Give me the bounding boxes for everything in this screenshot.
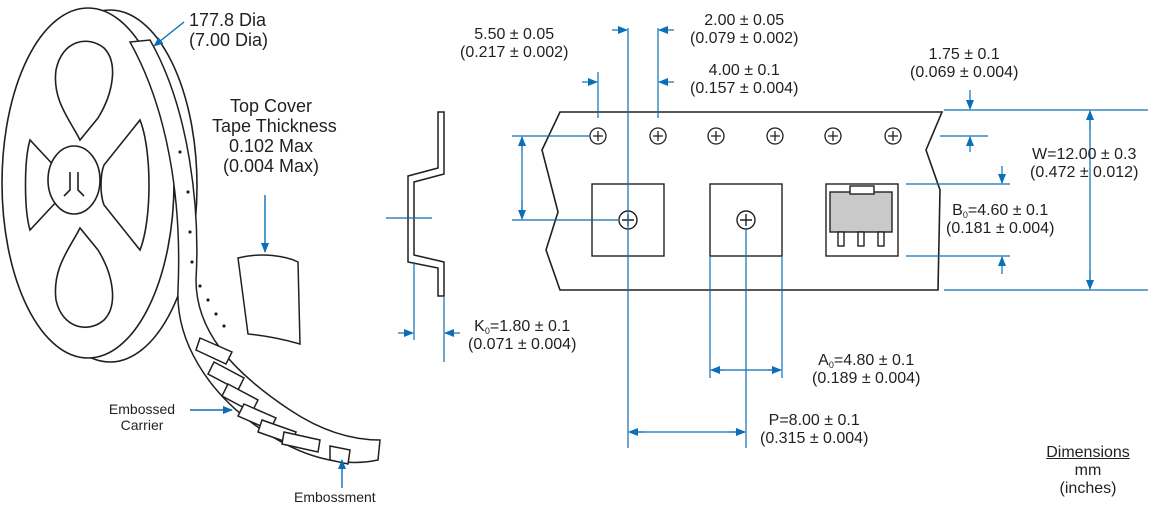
dim-b0-value: =4.60 ± 0.1 [967,202,1049,219]
dim-b0-in: (0.181 ± 0.004) [946,220,1055,238]
reel-window-right [100,118,150,252]
dim-w-label: W=12.00 ± 0.3 (0.472 ± 0.012) [1030,146,1138,182]
dim-2-00-in: (0.079 ± 0.002) [690,29,799,47]
reel-diameter-in: (7.00 Dia) [189,30,269,51]
dim-4-00-in: (0.157 ± 0.004) [690,79,799,97]
diameter-leader-arrow [153,21,185,47]
cover-tape-line-3: 0.102 Max [228,136,314,157]
reel-diameter-mm: 177.8 Dia [189,10,267,30]
embossed-carrier-label: Embossed Carrier [100,401,184,433]
units-note: Dimensions mm (inches) [1038,444,1138,498]
dim-k0-mm: K0=1.80 ± 0.1 [468,318,576,336]
dim-1-75-mm: 1.75 ± 0.1 [928,46,1000,63]
cover-tape-line-4: (0.004 Max) [222,156,320,177]
dim-p-label: P=8.00 ± 0.1 (0.315 ± 0.004) [760,412,868,448]
dim-a0-label: A0=4.80 ± 0.1 (0.189 ± 0.004) [812,352,920,388]
dim-b0-prefix: B [952,202,963,219]
dim-4-00-mm: 4.00 ± 0.1 [708,62,780,79]
dim-2-00-label: 2.00 ± 0.05 (0.079 ± 0.002) [690,12,798,48]
embossed-carrier-line-2: Carrier [120,416,164,433]
dim-w-mm: W=12.00 ± 0.3 [1032,146,1137,163]
cover-tape-flap [237,254,301,346]
units-note-mm: mm [1074,461,1102,479]
dim-p-in: (0.315 ± 0.004) [760,429,869,447]
units-note-inches: (inches) [1059,479,1117,497]
dim-1-75-in: (0.069 ± 0.004) [910,63,1019,81]
dim-4-00-label: 4.00 ± 0.1 (0.157 ± 0.004) [690,62,798,98]
dim-k0-prefix: K [474,318,485,335]
reel-window-bottom [54,226,114,329]
dim-b0-sub: 0 [962,210,968,220]
dim-k0-label: K0=1.80 ± 0.1 (0.071 ± 0.004) [468,318,576,354]
dim-b0-mm: B0=4.60 ± 0.1 [946,202,1054,220]
dim-k0-in: (0.071 ± 0.004) [468,336,577,354]
dim-2-00-mm: 2.00 ± 0.05 [704,12,785,29]
dim-a0-sub: 0 [828,360,834,370]
cover-tape-label: Top Cover Tape Thickness 0.102 Max (0.00… [212,96,337,177]
dim-1-75-label: 1.75 ± 0.1 (0.069 ± 0.004) [910,46,1018,82]
dim-w-in: (0.472 ± 0.012) [1030,163,1139,181]
embossed-carrier-line-1: Embossed [108,401,176,417]
sprocket-holes [589,127,902,145]
dim-5-50-label: 5.50 ± 0.05 (0.217 ± 0.002) [460,26,568,62]
reel-hub [47,145,101,215]
cover-tape-line-2: Tape Thickness [212,116,337,137]
units-note-title: Dimensions [1046,444,1130,461]
carrier-tape-strip [128,39,381,465]
cover-tape-line-1: Top Cover [229,96,313,116]
embossment-label: Embossment [294,489,376,505]
dim-5-50-in: (0.217 ± 0.002) [460,43,569,61]
dim-a0-in: (0.189 ± 0.004) [812,370,921,388]
sot89-component [829,185,893,247]
dim-a0-mm: A0=4.80 ± 0.1 [812,352,920,370]
dim-p-mm: P=8.00 ± 0.1 [768,412,860,429]
reel-hub-slot [63,172,85,197]
dim-k0-value: =1.80 ± 0.1 [489,318,571,335]
dim-a0-value: =4.80 ± 0.1 [833,352,915,369]
reel-window-top [54,40,114,142]
dim-b0-label: B0=4.60 ± 0.1 (0.181 ± 0.004) [946,202,1054,238]
dim-k0-sub: 0 [484,326,490,336]
reel-diameter-label: 177.8 Dia (7.00 Dia) [189,10,268,50]
reel-illustration [1,7,198,363]
dim-5-50-mm: 5.50 ± 0.05 [474,26,555,43]
dim-a0-prefix: A [818,352,829,369]
